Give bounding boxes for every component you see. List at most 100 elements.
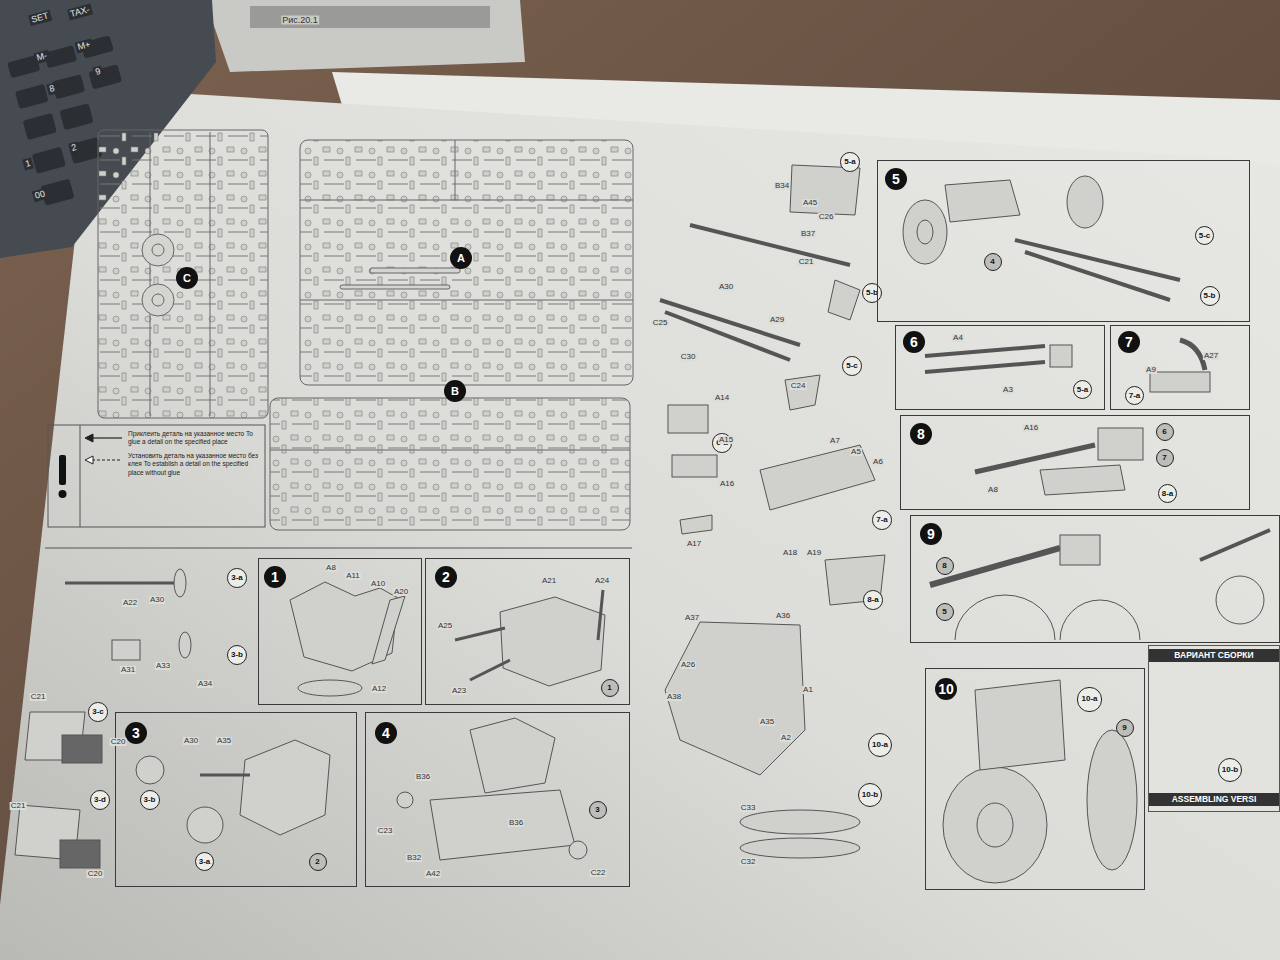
part-number: A8: [987, 486, 999, 494]
part-number: A9: [1145, 366, 1157, 374]
illustration: [785, 375, 820, 410]
sprue-wheels: [152, 244, 164, 256]
callout-circle: 6: [1156, 423, 1174, 441]
part-number: C22: [590, 869, 607, 877]
part-number: A29: [769, 316, 785, 324]
part-number: A33: [155, 662, 171, 670]
legend-item: Приклеить деталь на указанное место To g…: [84, 430, 262, 446]
part-number: A16: [1023, 424, 1039, 432]
callout-number: 5-a: [1077, 386, 1089, 394]
part-number: A17: [686, 540, 702, 548]
callout-circle: 10-b: [858, 783, 882, 807]
illustration: [917, 220, 933, 244]
part-number: C21: [30, 693, 47, 701]
illustration: [945, 180, 1020, 222]
part-number: A25: [437, 622, 453, 630]
part-number: C33: [740, 804, 757, 812]
step-number: 4: [375, 722, 397, 744]
key-label: TAX-: [67, 4, 93, 21]
sprue-letter-text: A: [457, 253, 465, 264]
sprue-letter-text: C: [183, 273, 191, 284]
callout-circle: 1: [601, 679, 619, 697]
sprue-wheels: [152, 294, 164, 306]
illustration: [665, 622, 805, 775]
callout-number: 10-b: [862, 791, 878, 799]
step-panel: 4B36C23B36B32A42C223: [365, 712, 630, 887]
sprue-wheels: [142, 234, 174, 266]
callout-circle: 10-a: [868, 733, 892, 757]
part-number: A45: [802, 199, 818, 207]
step-panel: 7A9A277-a: [1110, 325, 1250, 410]
illustration: [15, 165, 1270, 883]
step-number: 5: [885, 168, 907, 190]
part-number: A3: [1002, 386, 1014, 394]
callout-number: 5-a: [844, 158, 856, 166]
sprue-wheels: [142, 234, 460, 316]
step-panel: 3A30A353-b3-a2: [115, 712, 357, 887]
sprue-frames: [210, 132, 211, 416]
illustration: [930, 548, 1060, 585]
part-number: A38: [666, 693, 682, 701]
legend-text: Установить деталь на указанное место без…: [128, 452, 262, 476]
illustration: [1067, 176, 1103, 228]
illustration: [665, 312, 790, 360]
illustration: [455, 628, 505, 640]
illustration: [1060, 600, 1140, 640]
callout-circle: 3-a: [195, 852, 215, 872]
illustration: [740, 838, 860, 858]
part-number: A20: [393, 588, 409, 596]
callout-circle: 9: [1116, 719, 1134, 737]
part-number: A37: [684, 614, 700, 622]
step-number: 2: [435, 566, 457, 588]
back-paper: [205, 0, 525, 72]
sprue-frames: [98, 130, 268, 418]
part-number: C21: [10, 802, 27, 810]
part-number: A8: [325, 564, 337, 572]
callout-number: 8-a: [867, 596, 879, 604]
section-rule: [45, 547, 632, 548]
part-number: A30: [183, 737, 199, 745]
step-panel: 1A8A11A10A20A12: [258, 558, 422, 705]
part-number: A42: [425, 870, 441, 878]
part-number: A21: [541, 577, 557, 585]
callout-circle: 5-c: [842, 356, 862, 376]
illustration: [943, 767, 1047, 883]
part-number: A4: [952, 334, 964, 342]
part-number: A30: [718, 283, 734, 291]
callout-circle: 7: [1156, 449, 1174, 467]
calculator: [32, 147, 66, 174]
sprue-frames: [270, 450, 630, 451]
key-label: 00: [32, 188, 48, 202]
legend-box: [48, 425, 265, 527]
calculator: [59, 103, 93, 130]
part-number: C32: [740, 858, 757, 866]
illustration: [179, 632, 191, 658]
part-number: A6: [872, 458, 884, 466]
illustration: [680, 515, 712, 534]
illustration: [1200, 530, 1270, 560]
part-number: A24: [594, 577, 610, 585]
callout-number: 3-d: [94, 796, 106, 804]
part-number: C30: [680, 353, 697, 361]
illustration: [1216, 576, 1264, 624]
callout-number: 3-a: [231, 574, 243, 582]
part-number: A31: [120, 666, 136, 674]
callout-circle: 3: [589, 801, 607, 819]
part-number: A5: [850, 448, 862, 456]
callout-circle: 5-a: [1073, 380, 1093, 400]
key-label: 1: [22, 158, 34, 171]
warning-mark: [59, 490, 67, 498]
callout-circle: 7-a: [872, 510, 892, 530]
callout-number: 6: [1162, 428, 1166, 436]
legend: Приклеить деталь на указанное место To g…: [84, 430, 262, 483]
step-panel: 1010-a9: [925, 668, 1145, 890]
illustration: [672, 455, 717, 477]
step-panel: 8A16A8678-a: [900, 415, 1250, 510]
illustration: [925, 346, 1045, 356]
step-number: 8: [910, 423, 932, 445]
part-number: A35: [759, 718, 775, 726]
callout-number: 3-a: [199, 858, 211, 866]
sprue-frames: [300, 140, 633, 385]
